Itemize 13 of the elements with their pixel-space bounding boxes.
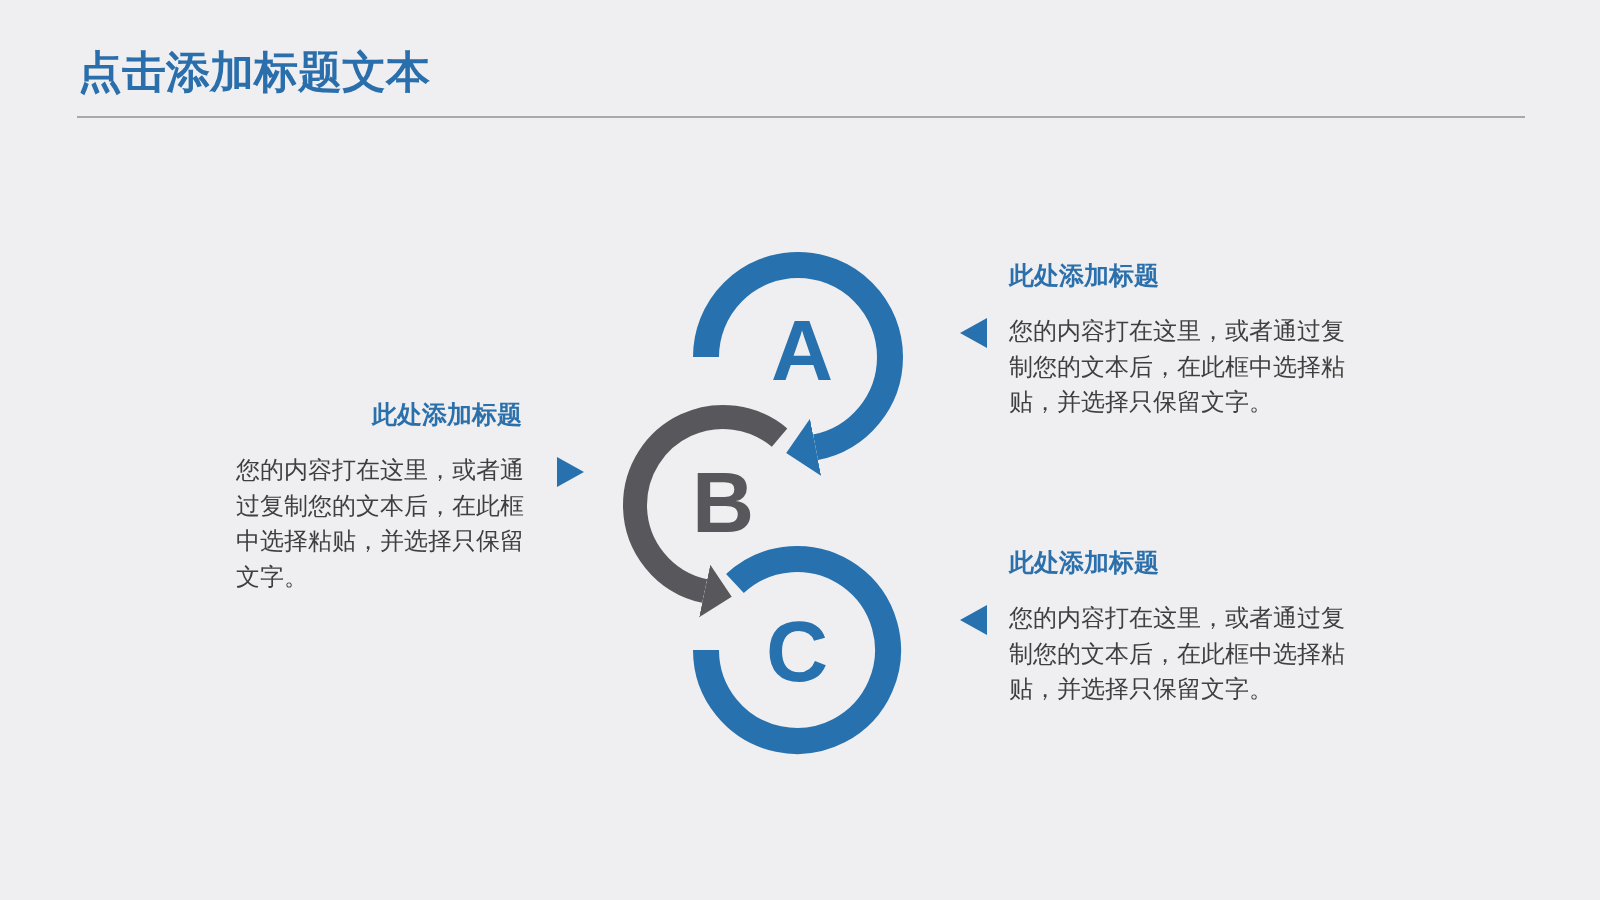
pointer-arrow — [960, 318, 987, 348]
heading: 此处添加标题 — [370, 399, 523, 431]
ring-letter: B — [690, 459, 756, 545]
pointer-arrow — [557, 457, 584, 487]
slide-title: 点击添加标题文本 — [78, 45, 430, 99]
body-text: 您的内容打在这里，或者通过复制您的文本后，在此框中选择粘贴，并选择只保留文字。 — [236, 455, 525, 593]
ring-letter: A — [769, 307, 835, 393]
body-text: 您的内容打在这里，或者通过复制您的文本后，在此框中选择粘贴，并选择只保留文字。 — [1009, 603, 1346, 705]
heading: 此处添加标题 — [1009, 547, 1160, 579]
heading: 此处添加标题 — [1009, 260, 1160, 292]
ring-letter: C — [764, 608, 830, 694]
pointer-arrow — [960, 605, 987, 635]
body-text: 您的内容打在这里，或者通过复制您的文本后，在此框中选择粘贴，并选择只保留文字。 — [1009, 316, 1346, 418]
